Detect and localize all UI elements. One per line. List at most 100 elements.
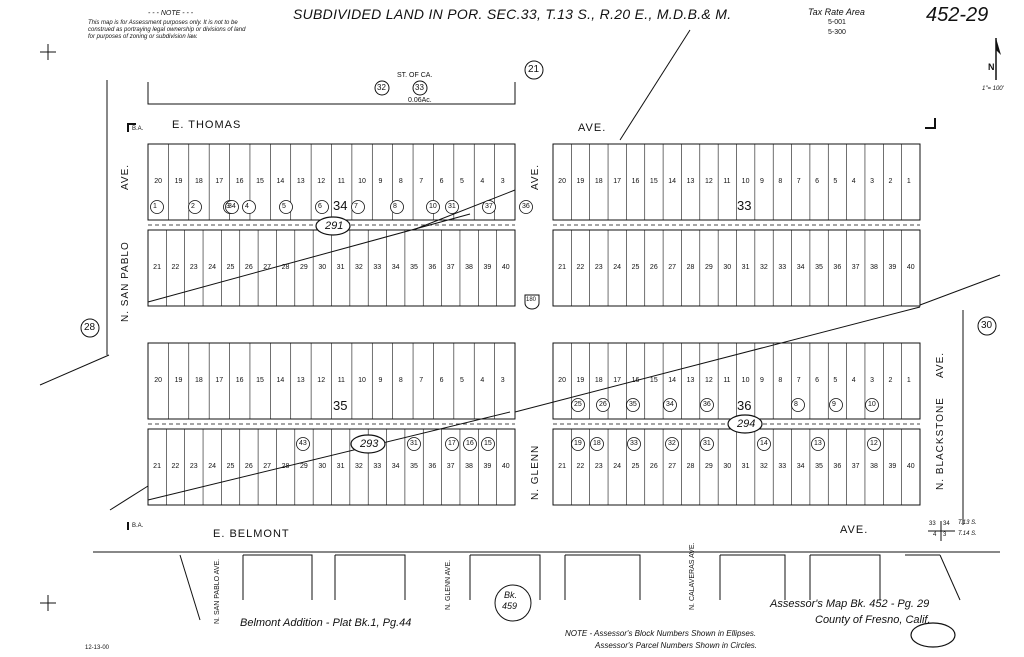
assessor-map-ref: Assessor's Map Bk. 452 - Pg. 29: [770, 598, 930, 610]
lot-number: 15: [256, 178, 264, 185]
parcel-circle: [481, 437, 495, 451]
parcel-number: 7: [354, 203, 358, 210]
corner-mark: [925, 118, 936, 129]
parcel-number: 2: [191, 203, 195, 210]
note-label: - - - NOTE - - -: [148, 10, 194, 17]
lot-number: 10: [358, 377, 366, 384]
lot-number: 3: [870, 377, 875, 384]
parcel-circle: [188, 200, 202, 214]
lot-number: 31: [741, 264, 750, 271]
lot-number: 16: [235, 178, 244, 185]
parcel-number: 8: [794, 401, 798, 408]
lot-number: 33: [778, 463, 787, 470]
parcel-number: 10: [868, 401, 876, 408]
lot-number: 40: [906, 264, 915, 271]
parcel-number: 3: [226, 203, 230, 210]
lot-number: 39: [888, 264, 897, 271]
lot-number: 27: [263, 463, 272, 470]
parcel-number: 35: [629, 401, 637, 408]
lot-number: 21: [153, 264, 161, 271]
lot-number: 28: [281, 264, 290, 271]
road-line: [39, 354, 110, 386]
lot-number: 29: [299, 264, 308, 271]
section-corner: 34: [943, 521, 950, 527]
freeway-line: [412, 189, 516, 231]
block-number: 293: [360, 438, 379, 450]
lot-number: 23: [594, 264, 603, 271]
lot-number: 21: [153, 463, 161, 470]
parcel-number: 15: [484, 440, 492, 447]
lot-number: 16: [235, 377, 244, 384]
lot-number: 9: [760, 178, 764, 185]
lot-number: 16: [631, 377, 640, 384]
parcel-number: 18: [593, 440, 601, 447]
parcel-circle: [225, 200, 239, 214]
bottom-street-label: N. CALAVERAS AVE.: [689, 542, 696, 610]
bottom-lot-outline: [335, 554, 406, 600]
lot-number: 10: [358, 178, 366, 185]
lot-number: 4: [480, 178, 485, 185]
parcel-circle: [445, 437, 459, 451]
block-ellipse: [315, 216, 351, 236]
scale-label: 1"= 100': [982, 86, 1004, 92]
road-line: [919, 274, 1001, 306]
parcel-number: 25: [574, 401, 582, 408]
parcel-circle: [791, 398, 805, 412]
lot-number: 33: [373, 463, 382, 470]
lot-number: 26: [649, 264, 658, 271]
parcel-number: 36: [703, 401, 711, 408]
lot-number: 11: [723, 377, 731, 384]
section-corner: 3: [943, 532, 947, 538]
tax-rate-1: 5-001: [828, 19, 846, 26]
lot-number: 35: [410, 463, 418, 470]
north-label: N: [988, 62, 995, 72]
lot-number: 32: [760, 463, 768, 470]
parcel-circle: [700, 437, 714, 451]
lot-number: 4: [480, 377, 485, 384]
lot-number: 4: [851, 377, 856, 384]
tax-rate-2: 5-300: [828, 29, 846, 36]
map-date: 12-13-00: [85, 645, 110, 651]
lot-number: 6: [815, 178, 819, 185]
parcel-number: 9: [832, 401, 836, 408]
parcel-circle: [590, 437, 604, 451]
parcel-number: 31: [410, 440, 418, 447]
lot-number: 38: [870, 264, 878, 271]
lot-number: 21: [558, 264, 566, 271]
lot-number: 30: [318, 264, 327, 271]
lot-number: 24: [208, 463, 217, 470]
section-corner: 4: [933, 532, 937, 538]
parcel-circle: [519, 200, 533, 214]
state-area: 0.06Ac.: [408, 97, 432, 104]
lot-number: 23: [594, 463, 603, 470]
thomas-row-outline: [147, 82, 516, 105]
lot-number: 18: [594, 377, 603, 384]
lot-number: 37: [446, 264, 455, 271]
freeway-line: [147, 411, 511, 501]
lot-number: 19: [576, 178, 585, 185]
lot-number: 19: [174, 377, 183, 384]
lot-number: 20: [154, 377, 162, 384]
lot-number: 30: [318, 463, 327, 470]
state-label: ST. OF CA.: [397, 72, 433, 79]
san-pablo-ave-label: AVE.: [120, 163, 131, 190]
lot-number: 39: [888, 463, 897, 470]
lot-number: 33: [778, 264, 787, 271]
lot-number: 6: [439, 178, 444, 185]
blackstone-label: N. BLACKSTONE: [935, 397, 946, 490]
parcel-number: 10: [429, 203, 437, 210]
lot-number: 17: [613, 377, 622, 384]
lot-number: 35: [815, 264, 823, 271]
lot-number: 39: [483, 264, 492, 271]
parcel-number: 36: [522, 203, 530, 210]
parcel-circle: [315, 200, 329, 214]
lot-number: 20: [558, 178, 566, 185]
lot-number: 8: [778, 178, 783, 185]
book-ref-circle: [494, 584, 532, 622]
lot-number: 11: [337, 178, 345, 185]
lot-number: 15: [649, 377, 658, 384]
parcel-number: 12: [870, 440, 878, 447]
lot-number: 14: [276, 178, 285, 185]
lot-number: 32: [355, 463, 363, 470]
parcel-circle: [626, 398, 640, 412]
